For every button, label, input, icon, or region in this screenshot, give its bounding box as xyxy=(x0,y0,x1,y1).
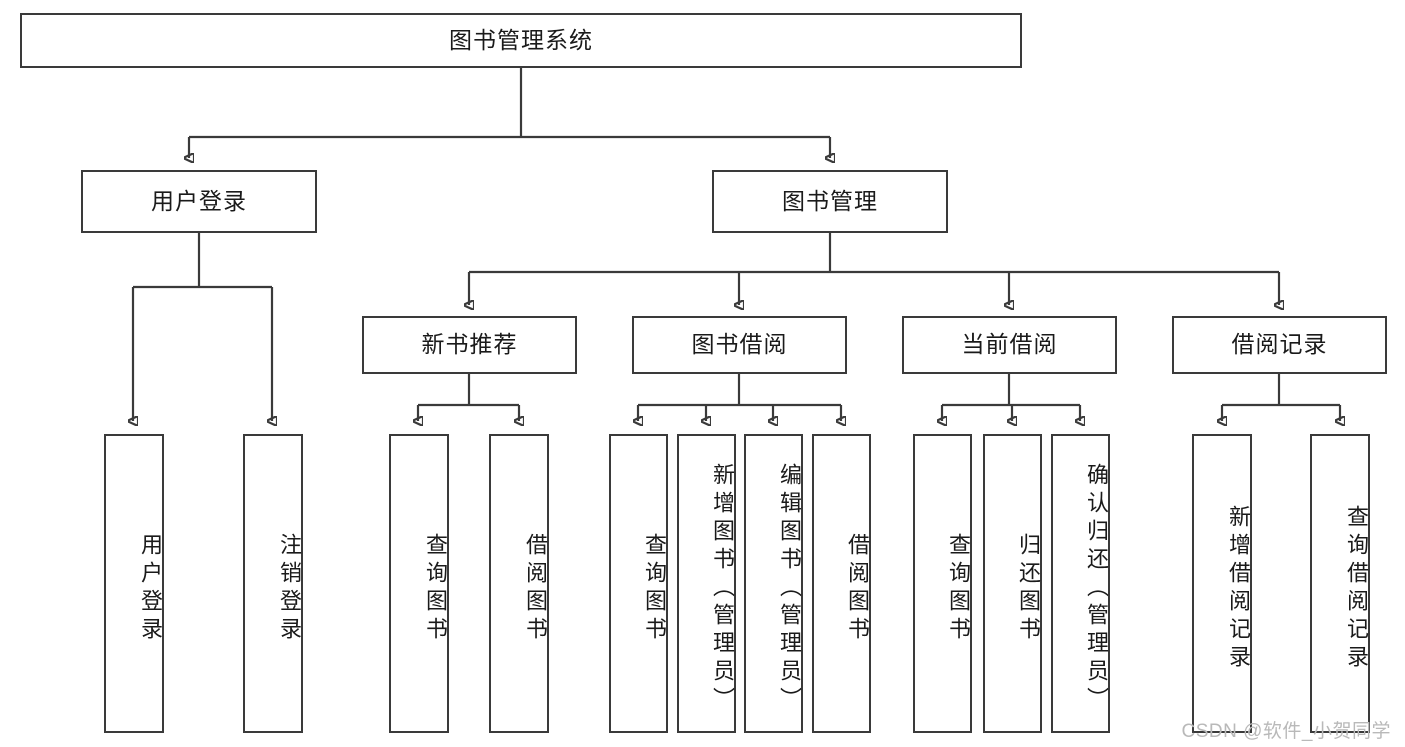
leaf-borrow-borrow-book[interactable]: 借阅图书 xyxy=(812,434,871,733)
leaf-recommend-borrow-book[interactable]: 借阅图书 xyxy=(489,434,549,733)
leaf-user-login-login[interactable]: 用户登录 xyxy=(104,434,164,733)
leaf-borrow-query-book[interactable]: 查询图书 xyxy=(609,434,668,733)
node-root[interactable]: 图书管理系统 xyxy=(20,13,1022,68)
csdn-watermark: CSDN @软件_小贺同学 xyxy=(1181,721,1391,742)
node-current-borrow[interactable]: 当前借阅 xyxy=(902,316,1117,374)
leaf-borrow-edit-book-admin[interactable]: 编辑图书（管理员） xyxy=(744,434,803,733)
leaf-recommend-query-book[interactable]: 查询图书 xyxy=(389,434,449,733)
leaf-record-query-record[interactable]: 查询借阅记录 xyxy=(1310,434,1370,733)
leaf-record-add-record[interactable]: 新增借阅记录 xyxy=(1192,434,1252,733)
node-book-borrow[interactable]: 图书借阅 xyxy=(632,316,847,374)
node-borrow-record[interactable]: 借阅记录 xyxy=(1172,316,1387,374)
leaf-borrow-add-book-admin[interactable]: 新增图书（管理员） xyxy=(677,434,736,733)
node-new-book-recommend[interactable]: 新书推荐 xyxy=(362,316,577,374)
leaf-current-return-book[interactable]: 归还图书 xyxy=(983,434,1042,733)
leaf-user-login-logout[interactable]: 注销登录 xyxy=(243,434,303,733)
node-user-login[interactable]: 用户登录 xyxy=(81,170,317,233)
leaf-current-confirm-return-admin[interactable]: 确认归还（管理员） xyxy=(1051,434,1110,733)
leaf-current-query-book[interactable]: 查询图书 xyxy=(913,434,972,733)
node-book-management[interactable]: 图书管理 xyxy=(712,170,948,233)
